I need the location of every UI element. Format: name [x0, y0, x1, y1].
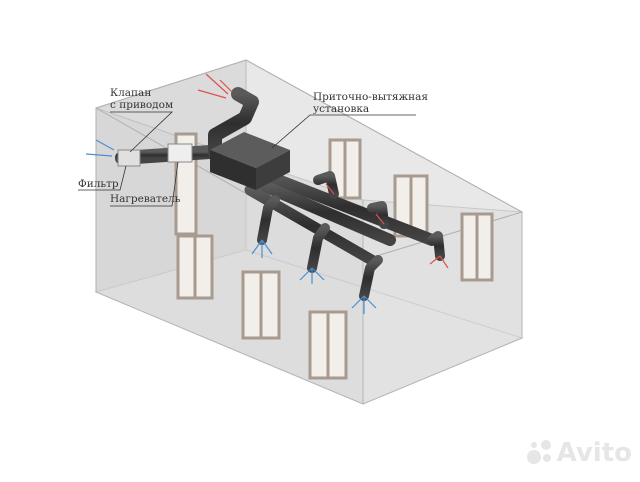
- avito-logo-icon: [526, 440, 553, 466]
- filter-box: [117, 149, 141, 167]
- branch-1: [257, 195, 280, 245]
- branch-5: [367, 201, 389, 229]
- valve-label-line2: с приводом: [110, 99, 174, 111]
- leader-valve: [110, 111, 173, 153]
- unit-label: Приточно-вытяжная установка: [313, 91, 428, 115]
- branch-2: [307, 223, 330, 273]
- watermark-text: Avito: [556, 438, 632, 468]
- leader-lines: [78, 111, 416, 207]
- filter-label: Фильтр: [78, 178, 119, 190]
- leader-filter: [78, 165, 127, 191]
- riser-duct: [208, 87, 259, 159]
- branch-3: [359, 255, 383, 301]
- unit-label-line1: Приточно-вытяжная: [313, 91, 429, 103]
- ahu-unit: [210, 132, 290, 190]
- supply-trunk: [259, 169, 438, 246]
- heater-box: [167, 143, 193, 163]
- window: [241, 270, 281, 340]
- windows: [174, 132, 494, 380]
- window: [328, 138, 362, 200]
- valve-label: Клапан с приводом: [110, 87, 173, 111]
- leader-heater: [110, 161, 179, 207]
- branch-6: [427, 231, 445, 261]
- exhaust-arrows: [197, 73, 449, 269]
- leader-unit: [271, 114, 416, 149]
- window: [176, 234, 214, 300]
- window: [308, 310, 348, 380]
- window: [460, 212, 494, 282]
- heater-label: Нагреватель: [110, 193, 181, 205]
- branch-4: [313, 171, 339, 199]
- supply-arrows: [85, 139, 377, 314]
- unit-label-line2: установка: [313, 103, 370, 115]
- window: [393, 174, 429, 238]
- watermark: Avito: [526, 438, 632, 468]
- front-right-wall: [362, 199, 523, 405]
- exhaust-trunk: [256, 179, 396, 246]
- valve-label-line1: Клапан: [110, 87, 152, 99]
